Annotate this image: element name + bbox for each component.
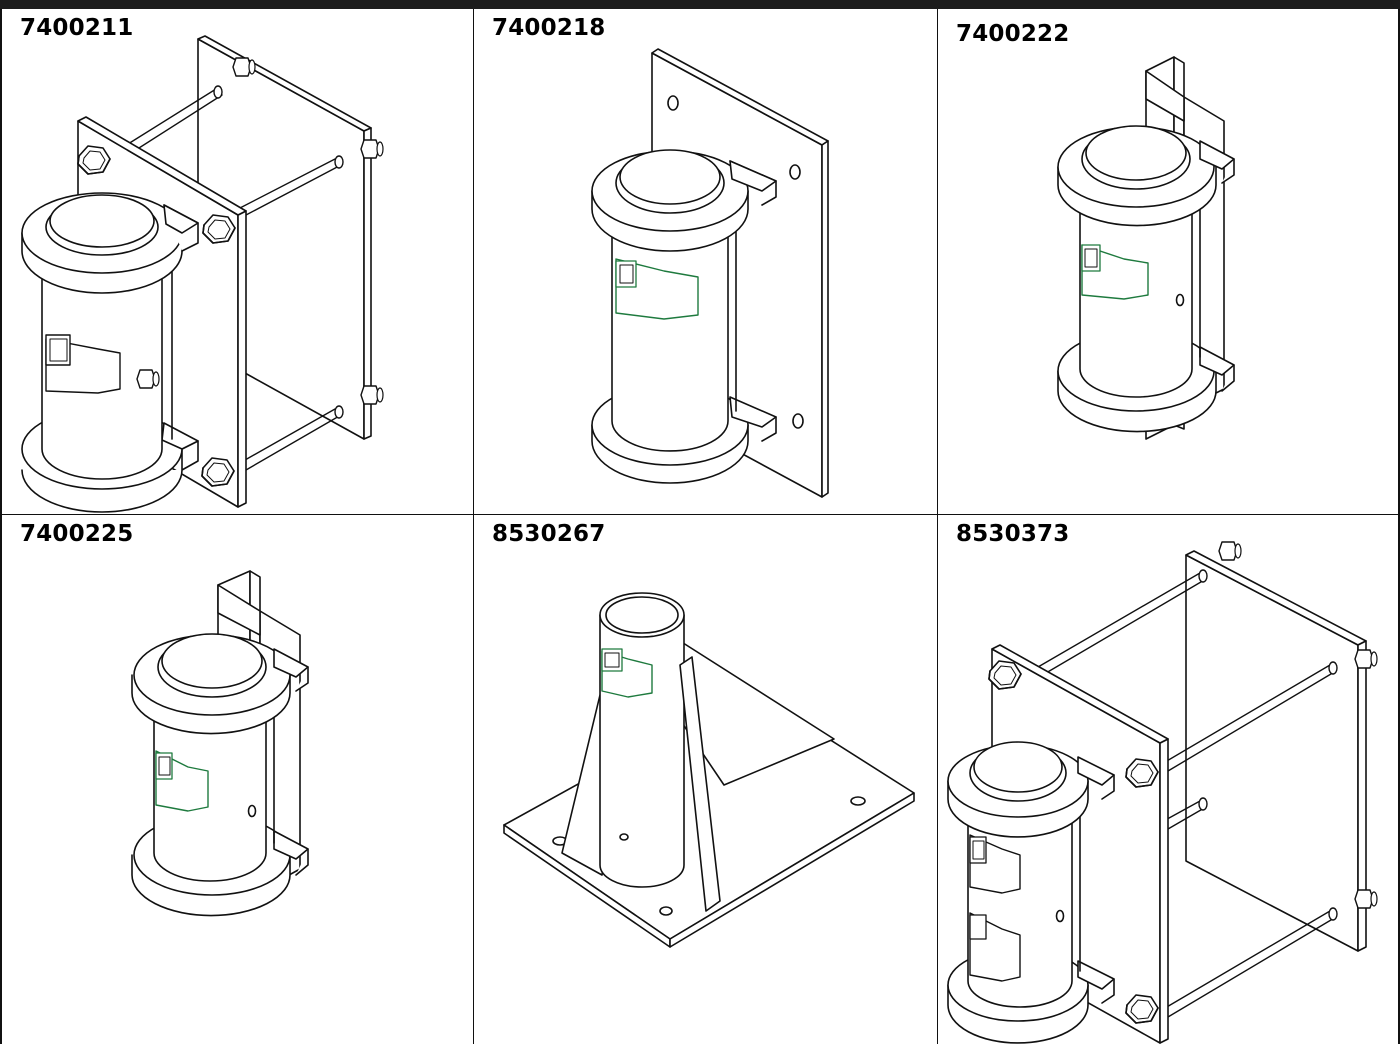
part-number: 7400222 [956, 21, 1070, 47]
socket-mount-wall-plate-icon [474, 9, 937, 514]
socket-mount-weld-on-channel-icon [2, 515, 473, 1044]
product-card: 8530373 [937, 514, 1398, 1044]
product-card: 7400222 [937, 9, 1398, 514]
product-card: 7400211 [2, 9, 473, 514]
socket-mount-bolt-on-clamp-icon [2, 9, 384, 514]
part-number: 8530373 [956, 521, 1070, 547]
part-number: 7400225 [20, 521, 134, 547]
part-number: 7400218 [492, 15, 606, 41]
part-number: 7400211 [20, 15, 134, 41]
part-number: 8530267 [492, 521, 606, 547]
socket-mount-gusseted-floor-base-icon [474, 515, 937, 1044]
product-card: 7400225 [2, 514, 473, 1044]
socket-mount-large-bolt-on-clamp-icon [938, 541, 1378, 1044]
product-card: 8530267 [473, 514, 937, 1044]
header-bar [0, 0, 1400, 9]
product-card: 7400218 [473, 9, 937, 514]
socket-mount-weld-on-channel-icon [938, 9, 1398, 514]
product-grid: 7400211 [0, 9, 1400, 1044]
